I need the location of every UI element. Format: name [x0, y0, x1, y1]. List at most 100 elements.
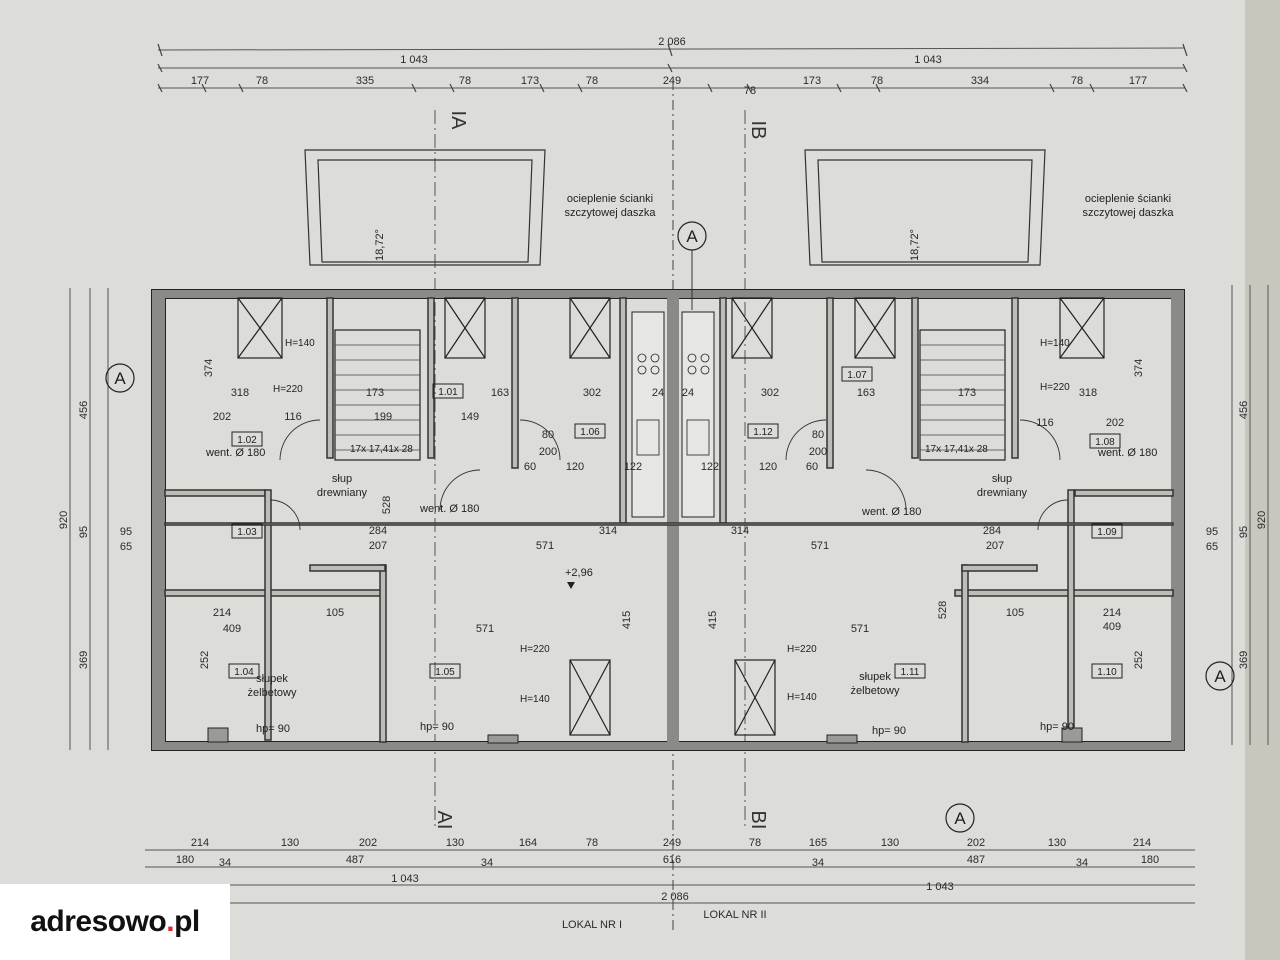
svg-text:1.11: 1.11 — [901, 667, 920, 678]
axis-marker-bottom: A — [945, 803, 975, 833]
vent-note-left-room: went. Ø 180 — [205, 447, 265, 459]
svg-text:202: 202 — [213, 411, 231, 423]
svg-text:335: 335 — [356, 75, 374, 87]
svg-text:334: 334 — [971, 75, 989, 87]
axis-marker-top: A — [677, 221, 707, 251]
top-half-dim-right: 1 043 — [914, 54, 942, 66]
svg-text:120: 120 — [759, 461, 777, 473]
svg-text:180: 180 — [1141, 854, 1159, 866]
svg-text:199: 199 — [374, 411, 392, 423]
section-mark-bi: BI — [747, 811, 769, 830]
svg-text:słup: słup — [332, 473, 352, 485]
svg-text:1.05: 1.05 — [435, 667, 455, 678]
window-h140-left: H=140 — [520, 694, 550, 705]
svg-text:78: 78 — [744, 85, 756, 97]
svg-text:105: 105 — [326, 607, 344, 619]
svg-text:374: 374 — [203, 359, 215, 377]
svg-text:284: 284 — [983, 525, 1001, 537]
section-mark-ia: IA — [447, 111, 469, 131]
svg-text:65: 65 — [1206, 541, 1218, 553]
svg-text:415: 415 — [621, 611, 633, 629]
svg-text:456: 456 — [1238, 401, 1250, 419]
svg-text:120: 120 — [566, 461, 584, 473]
svg-text:616: 616 — [663, 854, 681, 866]
svg-text:369: 369 — [78, 651, 90, 669]
svg-text:78: 78 — [749, 837, 761, 849]
concrete-post-note-left: słupek żelbetowy — [248, 673, 297, 699]
svg-text:214: 214 — [213, 607, 231, 619]
svg-text:165: 165 — [809, 837, 827, 849]
svg-text:249: 249 — [663, 75, 681, 87]
svg-text:34: 34 — [812, 857, 824, 869]
svg-text:1.02: 1.02 — [237, 435, 257, 446]
svg-text:202: 202 — [359, 837, 377, 849]
inner-dims-right: 374 318 202 116 173 163 302 284 207 571 … — [682, 359, 1145, 669]
room-labels-right: 1.07 1.08 1.09 1.10 1.11 1.12 — [747, 366, 1123, 679]
svg-text:60: 60 — [806, 461, 818, 473]
svg-text:149: 149 — [461, 411, 479, 423]
svg-text:200: 200 — [539, 446, 557, 458]
svg-text:130: 130 — [881, 837, 899, 849]
svg-text:314: 314 — [731, 525, 749, 537]
svg-text:105: 105 — [1006, 607, 1024, 619]
level-mark: +2,96 — [565, 567, 593, 579]
svg-text:122: 122 — [624, 461, 642, 473]
vent-note-left: went. Ø 180 — [419, 503, 479, 515]
insulation-note-right: ocieplenie ścianki szczytowej daszka — [1082, 193, 1174, 219]
level-triangle — [567, 582, 575, 589]
svg-text:szczytowej daszka: szczytowej daszka — [1082, 207, 1174, 219]
svg-text:95: 95 — [1238, 526, 1250, 538]
svg-text:60: 60 — [524, 461, 536, 473]
svg-text:78: 78 — [586, 75, 598, 87]
svg-text:122: 122 — [701, 461, 719, 473]
svg-text:1.06: 1.06 — [580, 427, 600, 438]
svg-text:1.09: 1.09 — [1097, 527, 1117, 538]
window-h220-tr: H=220 — [1040, 382, 1070, 393]
svg-text:164: 164 — [519, 837, 537, 849]
bottom-half-dim-left: 1 043 — [391, 873, 419, 885]
svg-text:A: A — [954, 809, 966, 828]
svg-text:200: 200 — [809, 446, 827, 458]
svg-text:302: 302 — [761, 387, 779, 399]
svg-text:24: 24 — [652, 387, 664, 399]
svg-text:456: 456 — [78, 401, 90, 419]
window-h220-right: H=220 — [787, 644, 817, 655]
svg-text:163: 163 — [491, 387, 509, 399]
bottom-half-dim-right: 1 043 — [926, 881, 954, 893]
vent-note-right-room: went. Ø 180 — [1097, 447, 1157, 459]
svg-text:409: 409 — [223, 623, 241, 635]
svg-text:415: 415 — [707, 611, 719, 629]
svg-text:1.07: 1.07 — [847, 370, 867, 381]
svg-text:571: 571 — [811, 540, 829, 552]
hp-note-4: hp= 90 — [1040, 721, 1074, 733]
stairs-note-left: 17x 17,41x 28 — [350, 444, 413, 455]
vent-note-right: went. Ø 180 — [861, 506, 921, 518]
svg-text:95: 95 — [1206, 526, 1218, 538]
hp-note-1: hp= 90 — [256, 723, 290, 735]
roof-angle-left: 18,72° — [374, 229, 386, 261]
svg-text:528: 528 — [937, 601, 949, 619]
svg-text:369: 369 — [1238, 651, 1250, 669]
logo-text: adresowo.pl — [30, 905, 200, 938]
axis-marker-right: A — [1205, 661, 1235, 691]
insulation-note-left: ocieplenie ścianki szczytowej daszka — [564, 193, 656, 219]
svg-text:177: 177 — [1129, 75, 1147, 87]
svg-text:163: 163 — [857, 387, 875, 399]
svg-text:95: 95 — [78, 526, 90, 538]
concrete-post-note-right: słupek żelbetowy — [851, 671, 900, 697]
svg-text:drewniany: drewniany — [977, 487, 1028, 499]
svg-text:173: 173 — [366, 387, 384, 399]
svg-text:24: 24 — [682, 387, 694, 399]
svg-text:252: 252 — [1133, 651, 1145, 669]
svg-text:318: 318 — [1079, 387, 1097, 399]
svg-text:173: 173 — [521, 75, 539, 87]
svg-text:słupek: słupek — [859, 671, 891, 683]
svg-text:78: 78 — [459, 75, 471, 87]
axis-marker-left: A — [105, 363, 135, 393]
svg-text:ocieplenie ścianki: ocieplenie ścianki — [1085, 193, 1171, 205]
svg-text:202: 202 — [967, 837, 985, 849]
svg-text:920: 920 — [58, 511, 70, 529]
adresowo-logo[interactable]: adresowo.pl — [0, 884, 230, 960]
svg-text:A: A — [686, 227, 698, 246]
svg-text:409: 409 — [1103, 621, 1121, 633]
